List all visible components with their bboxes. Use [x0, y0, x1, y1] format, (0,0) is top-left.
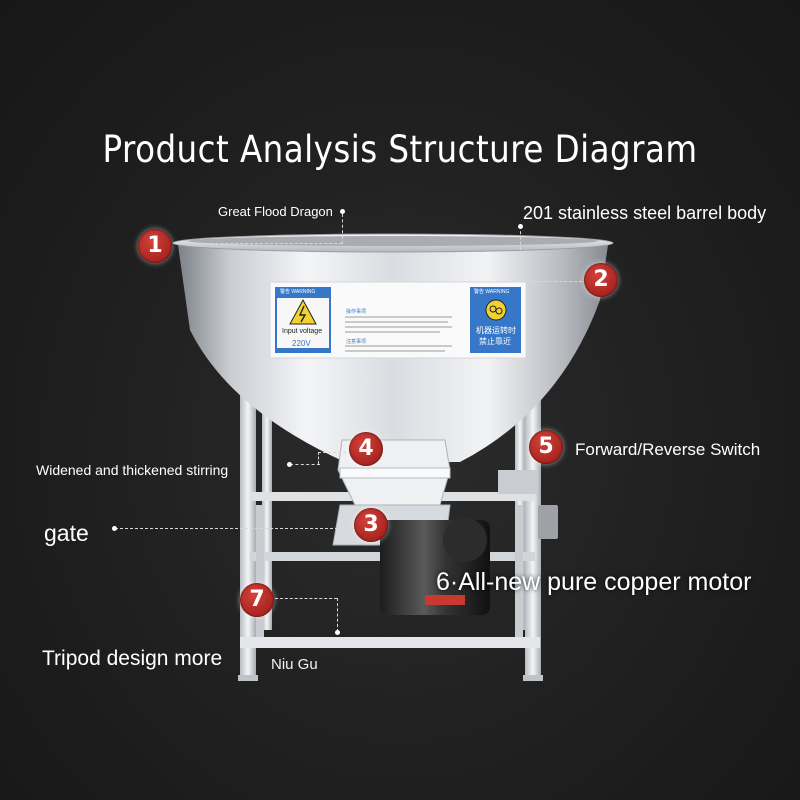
callout-number-2: 2	[584, 263, 618, 297]
panel-cn-line2: 禁止靠近	[479, 337, 511, 346]
callout-number-4: 4	[349, 432, 383, 466]
panel-warning-right: 警告 WARNING	[474, 289, 510, 295]
callout-label-4: Widened and thickened stirring	[36, 462, 229, 478]
callout-number-1: 1	[138, 229, 172, 263]
page-title: Product Analysis Structure Diagram	[102, 128, 698, 171]
frame-leg-left	[240, 385, 256, 680]
panel-section-title-2: 注意事项	[346, 339, 367, 345]
callout-label-1: Great Flood Dragon	[218, 204, 333, 219]
callout-label-3: gate	[44, 520, 89, 546]
callout-label-7-extra: Niu Gu	[271, 656, 318, 673]
callout-number-7: 7	[240, 583, 274, 617]
frame-back-leg-left	[262, 380, 272, 630]
panel-voltage-value: 220V	[292, 339, 311, 348]
callout-label-7: Tripod design more	[42, 647, 223, 670]
callout-number-3: 3	[354, 508, 388, 542]
switch-box	[538, 505, 558, 539]
callout-number-5: 5	[529, 430, 563, 464]
panel-input-voltage: Input voltage	[282, 328, 323, 335]
panel-section-title-1: 操作事项	[346, 309, 367, 315]
panel-cn-line1: 机器运转时	[476, 326, 516, 335]
callout-label-2: 201 stainless steel barrel body	[523, 203, 767, 223]
panel-warning-left: 警告 WARNING	[280, 289, 316, 295]
callout-label-5: Forward/Reverse Switch	[575, 440, 761, 459]
callout-label-6: 6·All-new pure copper motor	[436, 568, 752, 596]
lightning-warning-icon	[289, 298, 317, 325]
